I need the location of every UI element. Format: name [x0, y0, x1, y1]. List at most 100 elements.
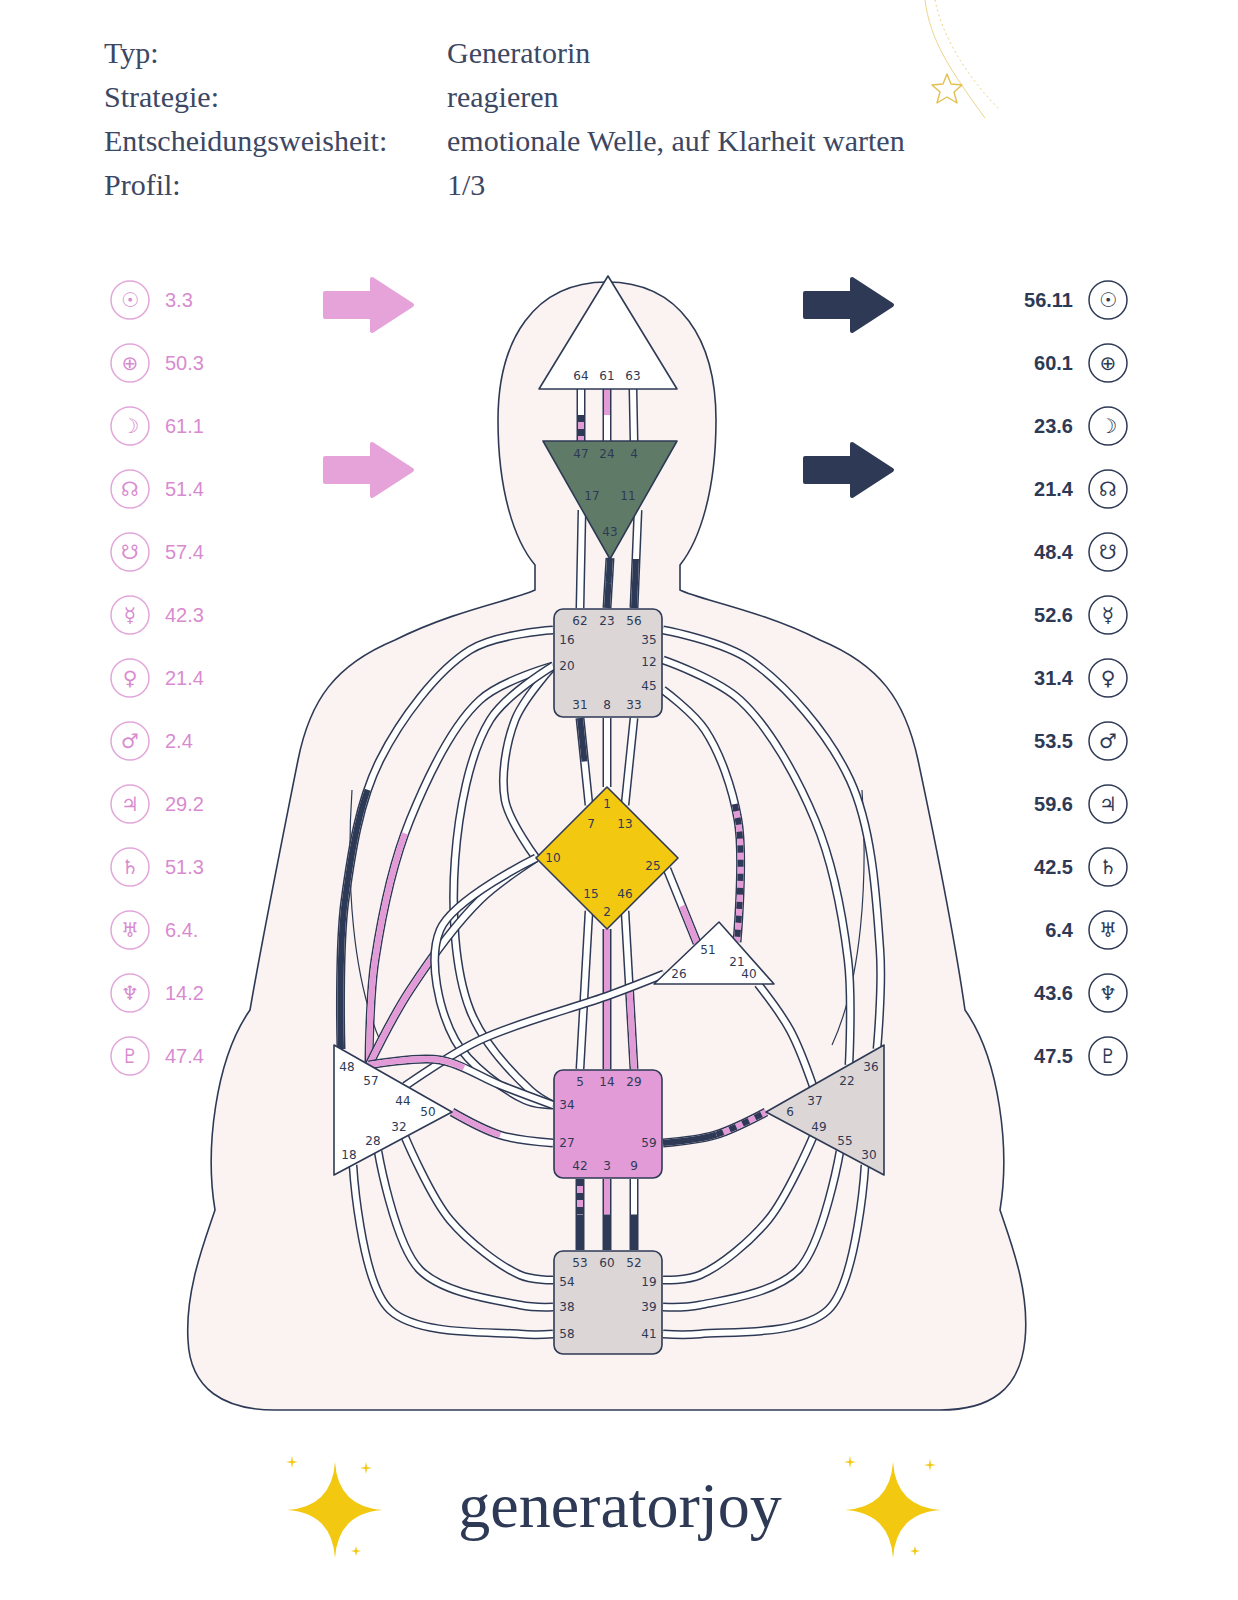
channel-group [625, 718, 634, 805]
planet-ring [1089, 911, 1127, 949]
channel-core [631, 1179, 637, 1250]
gate-number: 21 [729, 956, 744, 968]
channel-group [634, 510, 638, 608]
gate-number: 60 [599, 1257, 614, 1269]
channel-core [580, 510, 582, 608]
planet-ring [111, 344, 149, 382]
planet-symbol: ♃ [121, 794, 139, 814]
personality-activation [663, 690, 741, 942]
channel-core [580, 718, 589, 805]
gate-number: 6 [786, 1106, 794, 1118]
channel-group [607, 389, 608, 441]
planet-ring [1089, 785, 1127, 823]
channel [663, 660, 850, 1065]
chart-info: emotionale Welle, auf Klarheit warten [447, 126, 905, 156]
personality-activation [631, 1179, 637, 1250]
channel-core [633, 389, 634, 441]
channel-core [607, 558, 610, 608]
channel-group [581, 389, 582, 441]
channel [580, 718, 589, 805]
center: 51212640 [653, 920, 775, 985]
gate-number: 5 [576, 1076, 584, 1088]
gate-number: 27 [559, 1137, 574, 1149]
gate-activation: 6.4. [165, 920, 198, 940]
sparkle [360, 1462, 372, 1474]
chart-info: Entscheidungsweisheit: [104, 126, 387, 156]
gate-number: 8 [603, 699, 611, 711]
channel-core [580, 911, 589, 1069]
center-outline [539, 276, 677, 389]
personality-activation [578, 389, 584, 441]
channel [577, 389, 586, 441]
sparkle [844, 1456, 856, 1468]
gate-number: 35 [641, 634, 656, 646]
body-silhouette [188, 282, 1026, 1410]
gate-number: 49 [811, 1121, 826, 1133]
channel-group [607, 1179, 608, 1250]
gate-activation: 52.6 [1034, 605, 1073, 625]
gate-number: 59 [641, 1137, 656, 1149]
gate-activation: 3.3 [165, 290, 193, 310]
planet-ring [1089, 974, 1127, 1012]
center-shape [553, 1250, 663, 1355]
sparkle [286, 1456, 298, 1468]
center-shape [333, 1043, 453, 1177]
brand-name: generatorjoy [458, 1474, 781, 1538]
planet-symbol: ♀ [123, 668, 138, 688]
personality-arrow [805, 444, 892, 496]
channel-core [577, 1179, 583, 1250]
center-shape [538, 275, 678, 390]
planet-ring [111, 974, 149, 1012]
channel [576, 1179, 585, 1250]
planet-symbol: ♂ [1099, 731, 1117, 751]
sparkle [845, 1462, 941, 1558]
center-outline [554, 609, 662, 717]
planet-ring [111, 911, 149, 949]
channel-core [758, 984, 813, 1086]
planet-symbol: ♄ [121, 857, 139, 877]
channel-group [667, 869, 697, 943]
gate-activation: 53.5 [1034, 731, 1073, 751]
gate-activation: 29.2 [165, 794, 204, 814]
channel-core [604, 1179, 610, 1250]
design-activation [667, 869, 697, 943]
planet-ring [1089, 722, 1127, 760]
center-outline [334, 1045, 452, 1175]
channel-group [580, 718, 589, 805]
channel [452, 1112, 553, 1143]
planet-ring [1089, 596, 1127, 634]
planet-symbol: ♇ [1099, 1046, 1117, 1066]
gate-number: 17 [584, 490, 599, 502]
gate-activation: 48.4 [1034, 542, 1073, 562]
gate-number: 16 [559, 634, 574, 646]
channel [603, 389, 612, 441]
gate-number: 10 [545, 852, 560, 864]
channel [369, 1059, 553, 1105]
channel [630, 1179, 639, 1250]
shooting-star [932, 74, 962, 103]
channel-core [663, 1165, 865, 1335]
gate-activation: 42.5 [1034, 857, 1073, 877]
planet-ring [1089, 533, 1127, 571]
channel-group [663, 690, 741, 942]
gate-number: 42 [572, 1160, 587, 1172]
center: 1713102515462 [535, 786, 679, 930]
gate-activation: 59.6 [1034, 794, 1073, 814]
center-shape [653, 920, 775, 985]
channel-core [353, 1165, 553, 1335]
planet-symbol: ☿ [124, 605, 136, 625]
design-arrow [325, 279, 412, 331]
sparkle [351, 1546, 361, 1556]
gate-number: 4 [630, 448, 638, 460]
gate-number: 50 [420, 1106, 435, 1118]
planet-symbol: ♂ [121, 731, 139, 751]
gate-number: 13 [617, 818, 632, 830]
channel-core [405, 974, 664, 1086]
channel [663, 690, 741, 942]
channel [580, 510, 582, 608]
gate-number: 39 [641, 1301, 656, 1313]
channel-core [663, 1151, 840, 1307]
gate-number: 12 [641, 656, 656, 668]
personality-activation [577, 1179, 583, 1250]
